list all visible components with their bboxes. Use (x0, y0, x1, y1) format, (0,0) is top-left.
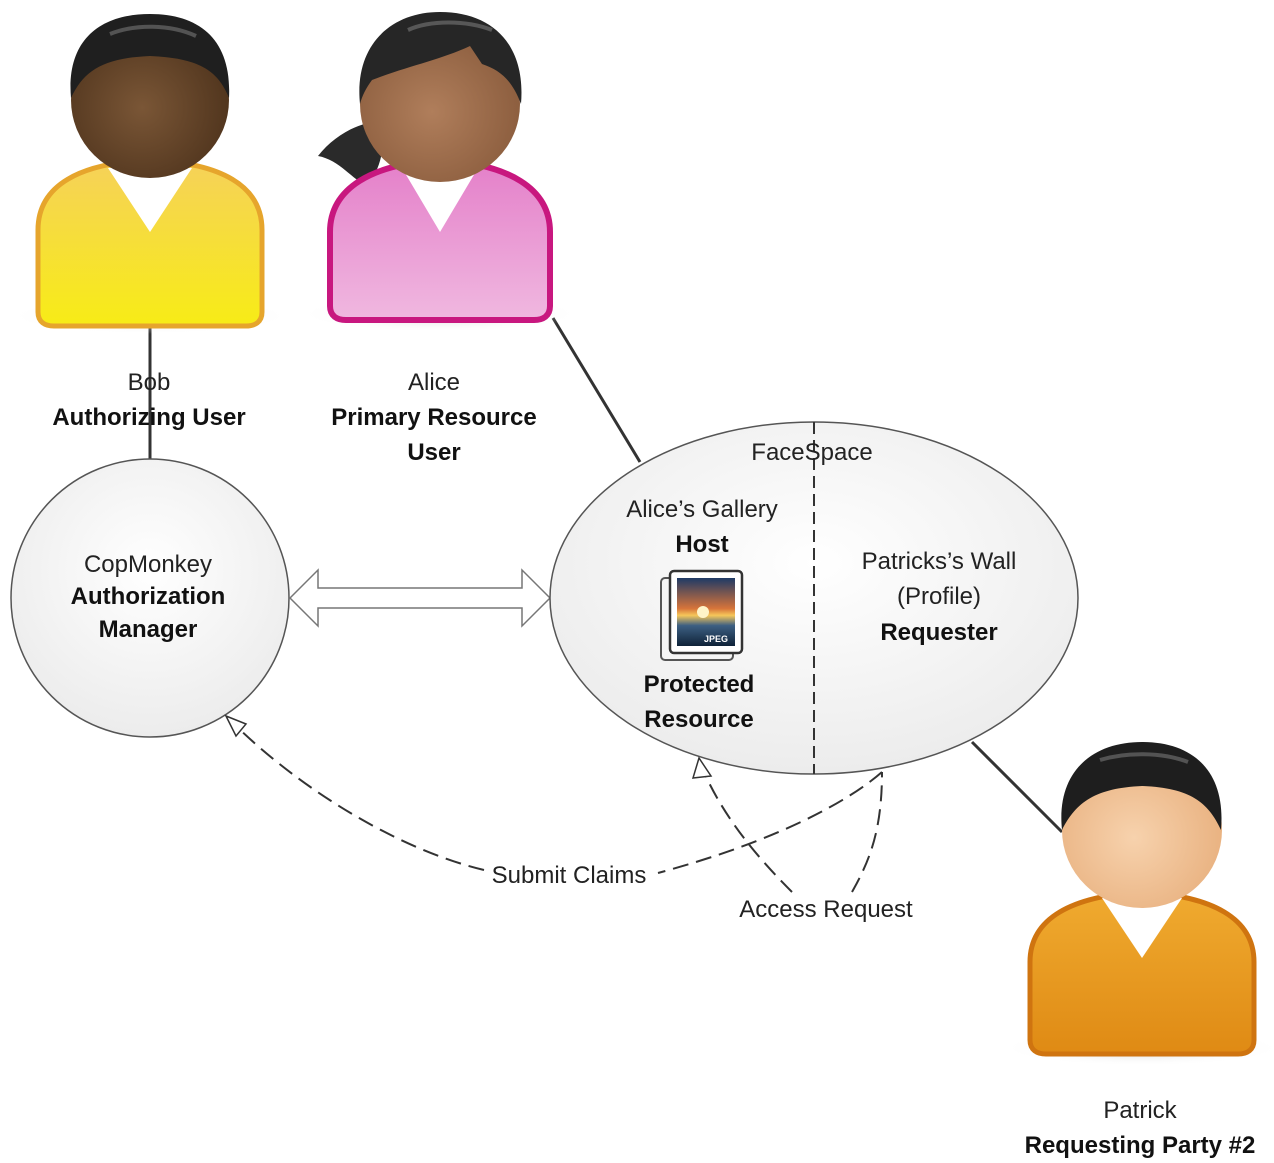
patrick-avatar (1002, 742, 1274, 1066)
alice-connector (551, 317, 642, 463)
facespace-node: FaceSpace Alice’s Gallery Host Protected… (549, 421, 1079, 775)
patrick-role: Requesting Party #2 (1025, 1132, 1256, 1159)
access-request-flow-left (702, 769, 793, 893)
authorization-manager-role-line2: Manager (99, 616, 198, 643)
bob-name: Bob (128, 369, 171, 396)
alice-role-line1: Primary Resource (331, 404, 536, 431)
facespace-title: FaceSpace (751, 439, 872, 466)
patrick-name: Patrick (1103, 1097, 1177, 1124)
protected-resource-line2: Resource (644, 706, 753, 733)
alice-role-line2: User (407, 439, 460, 466)
host-name: Alice’s Gallery (626, 496, 778, 523)
alice-name: Alice (408, 369, 460, 396)
submit-claims-arrowhead-icon (224, 714, 248, 738)
authorization-manager-role-line1: Authorization (71, 583, 226, 610)
requester-subtitle: (Profile) (897, 583, 981, 610)
access-request-label: Access Request (739, 896, 913, 923)
access-request-flow-right (851, 771, 883, 893)
bob-role: Authorizing User (52, 404, 245, 431)
host-role: Host (675, 531, 728, 558)
submit-claims-flow (229, 719, 883, 874)
authorization-manager-name: CopMonkey (84, 551, 212, 578)
submit-claims-label: Submit Claims (492, 862, 647, 889)
bob-avatar (10, 14, 290, 334)
jpeg-badge: JPEG (704, 634, 728, 644)
protected-resource-line1: Protected (644, 671, 755, 698)
requester-name: Patricks’s Wall (862, 548, 1017, 575)
requester-role: Requester (880, 619, 997, 646)
patrick-connector (970, 740, 1064, 834)
alice-avatar (300, 12, 580, 332)
jpeg-file-icon: JPEG (660, 569, 744, 661)
access-request-arrowhead-icon (691, 756, 713, 779)
double-arrow-icon (288, 568, 552, 628)
authorization-manager-node: CopMonkey Authorization Manager (10, 458, 290, 738)
